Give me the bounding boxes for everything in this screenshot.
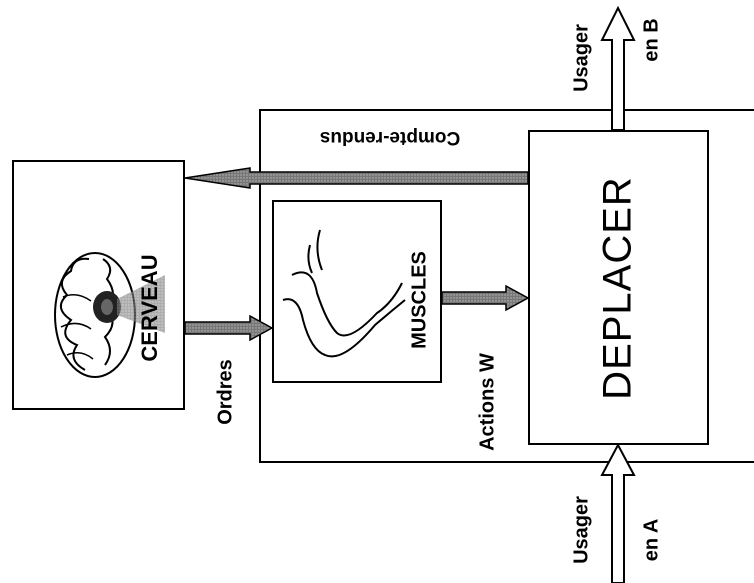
arm-icon xyxy=(282,229,406,358)
usager-a-label-line1: Usager xyxy=(570,496,593,564)
ordres-arrow xyxy=(184,314,274,342)
muscles-label: MUSCLES xyxy=(408,251,431,349)
compte-rendus-label: Compte-rendus xyxy=(319,127,461,148)
usager-b-label-line2: en B xyxy=(640,18,663,62)
cerveau-label: CERVEAU xyxy=(137,254,162,362)
ordres-label: Ordres xyxy=(214,359,237,425)
actions-label: Actions W xyxy=(476,353,499,451)
usager-b-arrow xyxy=(600,5,636,131)
actions-arrow xyxy=(441,284,530,312)
usager-a-label-line2: en A xyxy=(640,518,663,562)
usager-b-label-line1: Usager xyxy=(570,24,593,92)
usager-a-arrow xyxy=(600,442,636,583)
deplacer-label: DEPLACER xyxy=(595,176,640,400)
compte-rendus-arrow xyxy=(184,167,529,189)
muscles-box xyxy=(272,200,442,383)
brain-icon xyxy=(54,252,165,378)
